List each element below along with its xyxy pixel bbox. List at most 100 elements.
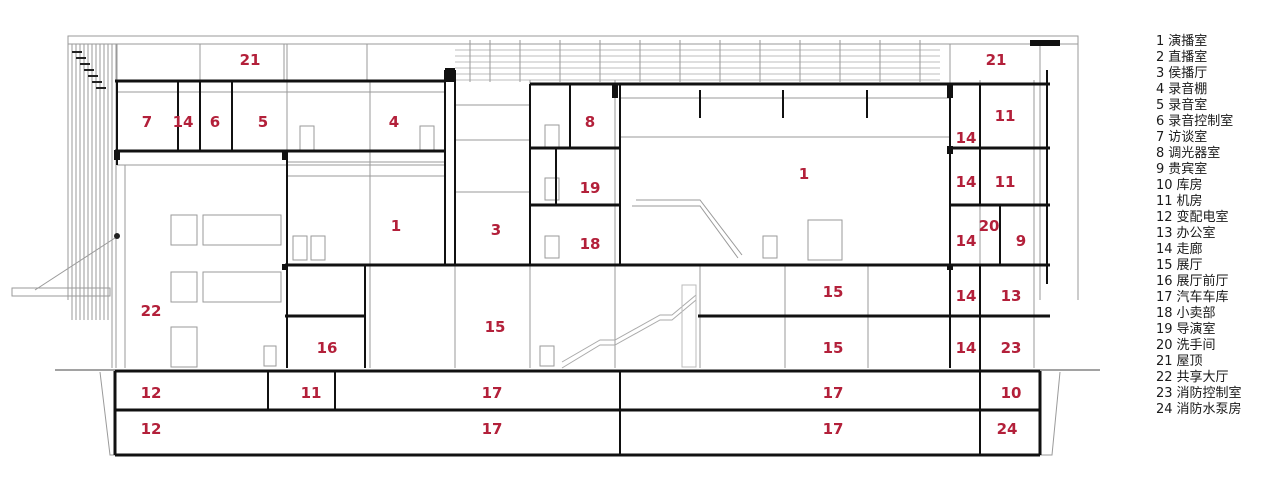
room-number-label: 18 [579,235,601,253]
legend-item-number: 12 [1156,210,1173,225]
legend-item-number: 9 [1156,162,1165,177]
room-number-label: 12 [140,420,162,438]
legend-item-number: 14 [1156,242,1173,257]
room-number-label: 17 [822,384,844,402]
legend-item-label: 小卖部 [1176,306,1216,321]
room-number-label: 14 [172,113,194,131]
room-number-label: 4 [388,113,400,131]
room-number-label: 16 [316,339,338,357]
legend-item-label: 机房 [1176,194,1203,209]
legend-item-label: 访谈室 [1168,130,1208,145]
room-number-label: 23 [1000,339,1022,357]
room-number-label: 11 [994,173,1016,191]
legend-item-number: 20 [1156,338,1173,353]
legend-item-label: 侯播厅 [1168,66,1208,81]
legend-item-number: 4 [1156,82,1165,97]
room-number-label: 14 [955,339,977,357]
legend-item-number: 13 [1156,226,1173,241]
legend-item-label: 录音室 [1168,98,1208,113]
room-number-label: 14 [955,173,977,191]
legend-item-number: 3 [1156,66,1165,81]
room-number-label: 13 [1000,287,1022,305]
room-number-label: 5 [257,113,269,131]
section-linework [11,35,1100,457]
room-number-label: 17 [822,420,844,438]
legend-item-number: 7 [1156,130,1165,145]
room-number-label: 1 [390,217,402,235]
room-number-label: 24 [996,420,1018,438]
legend-item-number: 16 [1156,274,1173,289]
legend-item-number: 10 [1156,178,1173,193]
legend-item-number: 2 [1156,50,1165,65]
legend-item-number: 5 [1156,98,1165,113]
room-number-label: 17 [481,420,503,438]
legend-item-label: 办公室 [1176,226,1216,241]
legend-item-number: 18 [1156,306,1173,321]
room-number-label: 15 [822,339,844,357]
room-number-label: 17 [481,384,503,402]
legend-item-number: 17 [1156,290,1173,305]
room-number-label: 3 [490,221,502,239]
room-number-label: 14 [955,232,977,250]
room-number-label: 15 [822,283,844,301]
room-number-label: 14 [955,287,977,305]
legend-item-label: 洗手间 [1176,338,1216,353]
room-number-label: 15 [484,318,506,336]
legend-item-label: 共享大厅 [1176,370,1229,385]
legend-item-label: 库房 [1176,178,1203,193]
room-number-label: 22 [140,302,162,320]
room-number-label: 12 [140,384,162,402]
legend-item-label: 汽车车库 [1176,290,1229,305]
legend-item-label: 导演室 [1176,322,1216,337]
legend-item-number: 11 [1156,194,1173,209]
room-number-label: 10 [1000,384,1022,402]
legend-item-number: 24 [1156,402,1173,417]
room-number-label: 7 [141,113,153,131]
room-number-label: 9 [1015,232,1027,250]
legend-item-label: 消防水泵房 [1176,402,1242,417]
room-number-label: 21 [985,51,1007,69]
legend-item-label: 展厅 [1176,258,1203,273]
room-number-label: 11 [300,384,322,402]
room-number-label: 1 [798,165,810,183]
legend-item-label: 展厅前厅 [1176,274,1229,289]
room-number-label: 14 [955,129,977,147]
legend-item-number: 23 [1156,386,1173,401]
legend-item-label: 录音控制室 [1168,114,1234,129]
legend-item-label: 屋顶 [1176,354,1203,369]
legend-item-number: 21 [1156,354,1173,369]
legend-item-number: 15 [1156,258,1173,273]
legend-item-label: 演播室 [1168,34,1208,49]
room-number-label: 11 [994,107,1016,125]
legend-item-number: 1 [1156,34,1165,49]
legend-item-number: 19 [1156,322,1173,337]
room-number-label: 19 [579,179,601,197]
room-number-label: 6 [209,113,221,131]
legend-item-label: 消防控制室 [1176,386,1242,401]
